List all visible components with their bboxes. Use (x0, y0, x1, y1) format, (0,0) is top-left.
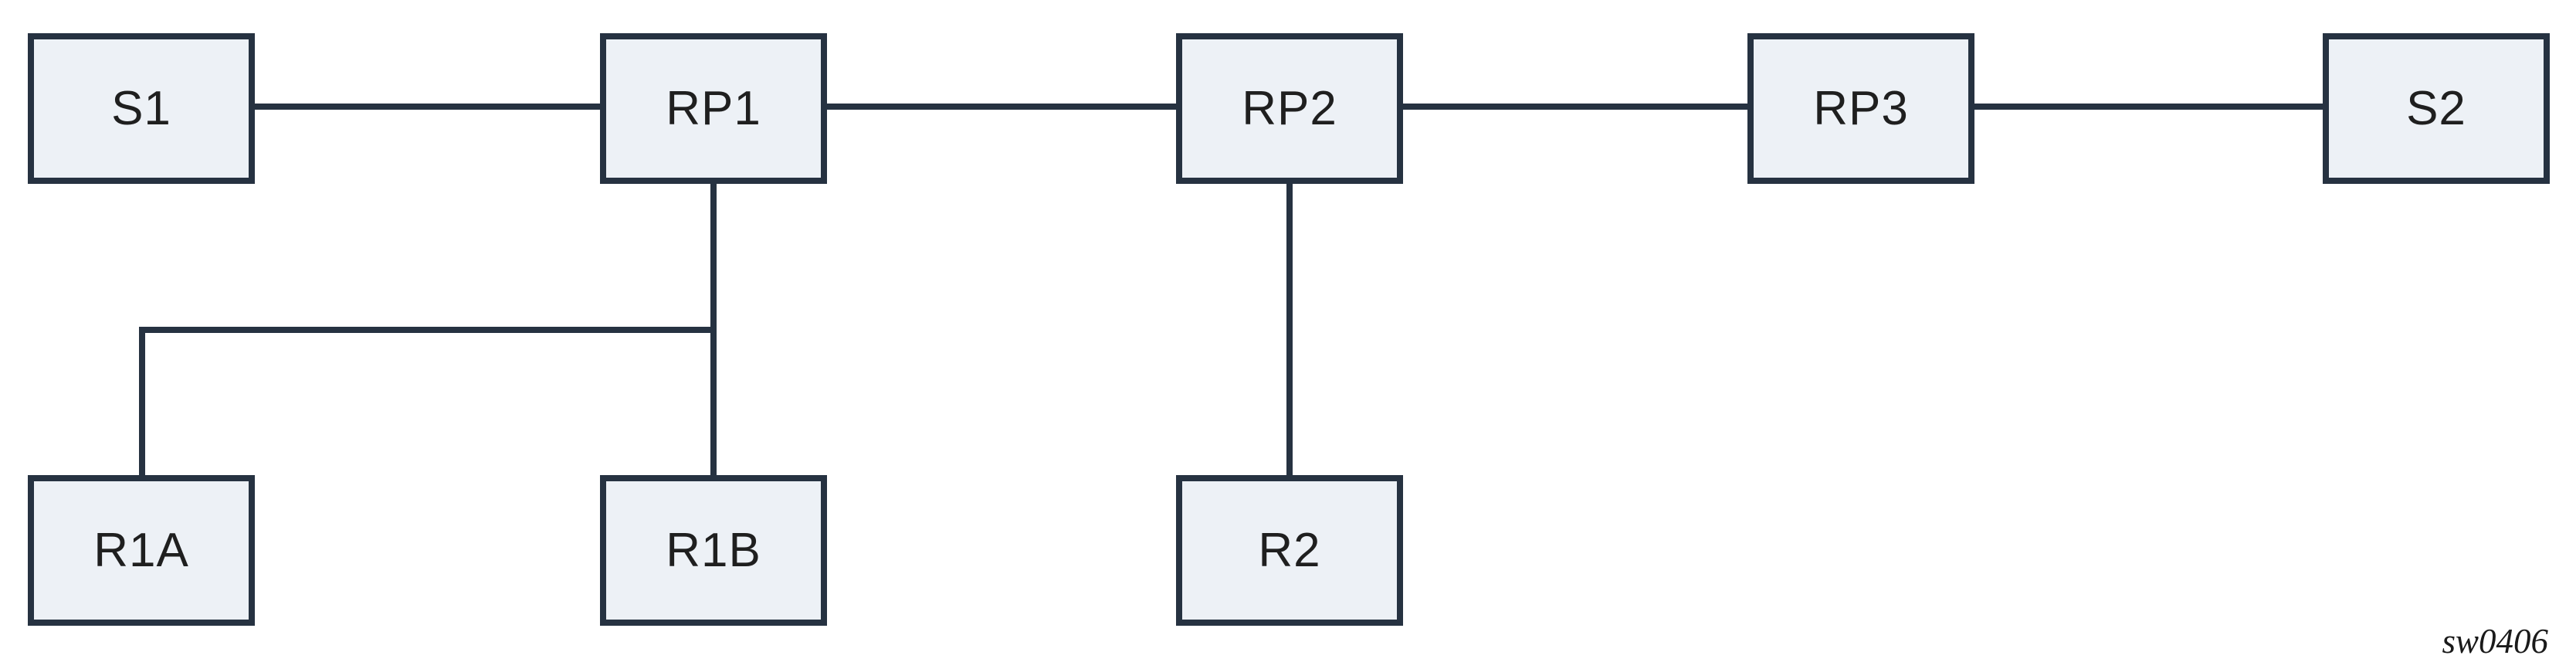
edge-rp2-r2 (1286, 184, 1293, 475)
node-s2-label: S2 (2406, 81, 2466, 135)
node-r1a: R1A (28, 475, 255, 626)
node-rp1-label: RP1 (666, 81, 761, 135)
node-rp2-label: RP2 (1242, 81, 1337, 135)
node-r1a-label: R1A (93, 523, 189, 577)
edge-rp3-s2 (1974, 104, 2323, 110)
edge-rp1-r1a-vertical (139, 327, 145, 475)
node-r1b-label: R1B (666, 523, 761, 577)
node-r2-label: R2 (1258, 523, 1321, 577)
node-rp1: RP1 (600, 33, 827, 184)
node-s1-label: S1 (111, 81, 171, 135)
edge-rp2-rp3 (1403, 104, 1747, 110)
node-rp2: RP2 (1176, 33, 1403, 184)
figure-id-watermark: sw0406 (2442, 622, 2548, 661)
node-rp3-label: RP3 (1813, 81, 1909, 135)
node-s2: S2 (2323, 33, 2550, 184)
node-s1: S1 (28, 33, 255, 184)
edge-rp1-r1a-horizontal (139, 327, 717, 333)
node-rp3: RP3 (1747, 33, 1974, 184)
edge-rp1-rp2 (827, 104, 1176, 110)
node-r1b: R1B (600, 475, 827, 626)
node-r2: R2 (1176, 475, 1403, 626)
edge-s1-rp1 (255, 104, 600, 110)
